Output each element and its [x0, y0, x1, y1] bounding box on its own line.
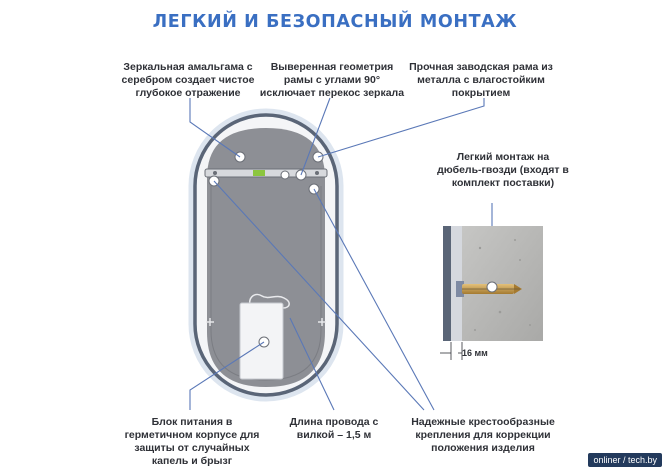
bracket-right [318, 318, 326, 326]
leader-power [189, 341, 265, 410]
leader-frame [317, 98, 485, 158]
cable [248, 293, 290, 309]
level-bar [204, 168, 328, 178]
leader-geometry [300, 97, 331, 176]
watermark: onliner / tech.by [588, 453, 662, 467]
caption-amalgam: Зеркальная амальгама с серебром создает … [121, 61, 255, 99]
leader-fastener-2 [313, 188, 435, 411]
leader-fastener-1 [213, 180, 425, 411]
leader-cable [289, 317, 335, 411]
leader-amalgam [189, 98, 241, 158]
mirror-glow [188, 108, 344, 402]
callout-marker-dowel [486, 281, 498, 293]
bracket-left [206, 318, 214, 326]
caption-cable: Длина провода с вилкой – 1,5 м [289, 416, 379, 441]
page-title: ЛЕГКИЙ И БЕЗОПАСНЫЙ МОНТАЖ [152, 12, 518, 32]
mirror-backing [207, 128, 325, 387]
caption-mount: Легкий монтаж на дюбель-гвозди (входят в… [437, 151, 569, 189]
caption-geometry: Выверенная геометрия рамы с углами 90° и… [259, 61, 405, 99]
dimension-label: 16 мм [462, 348, 488, 358]
caption-frame: Прочная заводская рама из металла с влаг… [409, 61, 553, 99]
wall-mirror-edge [443, 226, 451, 341]
caption-fasteners: Надежные крестообразные крепления для ко… [411, 416, 555, 454]
dimension-line [440, 342, 463, 360]
caption-power-supply: Блок питания в герметичном корпусе для з… [124, 416, 260, 467]
wall-concrete [462, 226, 543, 341]
callout-marker-level [280, 170, 290, 180]
